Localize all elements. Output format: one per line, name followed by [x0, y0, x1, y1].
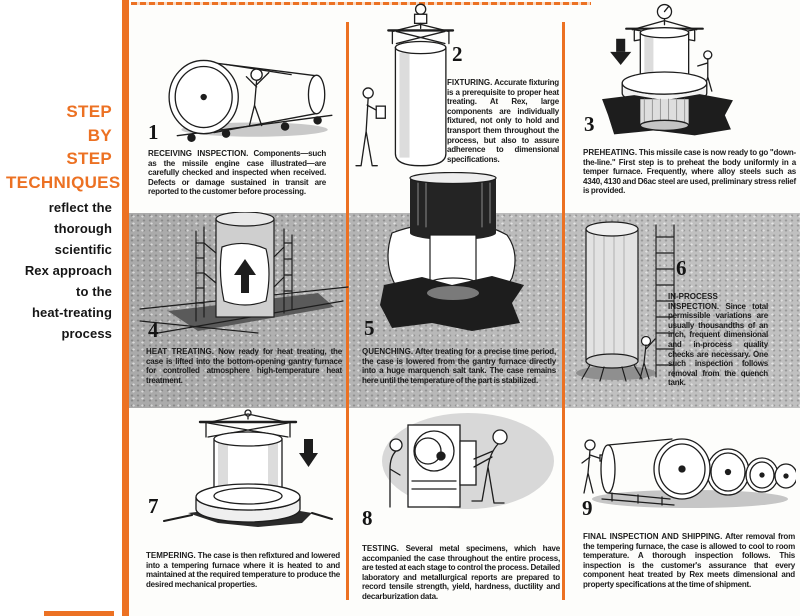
- column-divider-right: [562, 22, 565, 600]
- title-line: TECHNIQUES: [6, 172, 121, 192]
- quench-tank-illustration: [380, 172, 524, 331]
- subtitle-line: process: [61, 326, 112, 341]
- step-body: After treating for a precise time period…: [362, 347, 556, 385]
- subtitle-line: scientific: [54, 242, 112, 257]
- step-text: IN-PROCESS INSPECTION. Since total permi…: [668, 292, 768, 388]
- step-heading: FINAL INSPECTION AND SHIPPING.: [583, 532, 723, 541]
- step-heading: TEMPERING.: [146, 551, 196, 560]
- missile-case-on-cart-illustration: [168, 59, 333, 142]
- step-body: Several metal specimens, which have acco…: [362, 544, 561, 601]
- step-heading: QUENCHING.: [362, 347, 414, 356]
- subtitle-line: Rex approach: [24, 263, 112, 278]
- step-heading: IN-PROCESS INSPECTION.: [668, 292, 720, 311]
- title-line: STEP: [66, 149, 112, 168]
- step-heading: PREHEATING.: [583, 148, 638, 157]
- step-body: The case is then refixtured and lowered …: [146, 551, 340, 589]
- step-text: RECEIVING INSPECTION. Components—such as…: [148, 149, 326, 197]
- testing-machine-illustration: [382, 413, 554, 509]
- page-subtitle: reflect the thorough scientific Rex appr…: [2, 197, 112, 344]
- step-number: 2: [452, 42, 463, 66]
- step-text: HEAT TREATING. Now ready for heat treati…: [146, 347, 342, 385]
- step-heading: HEAT TREATING.: [146, 347, 214, 356]
- step-text: FINAL INSPECTION AND SHIPPING. After rem…: [583, 532, 795, 590]
- sidebar: STEP BY STEP TECHNIQUES reflect the thor…: [0, 0, 122, 616]
- step-body: Since total permissible variations are u…: [668, 301, 769, 388]
- preheating-pit-illustration: [602, 3, 733, 136]
- step-text: TEMPERING. The case is then refixtured a…: [146, 551, 340, 589]
- step-body: Components—such as the missile engine ca…: [148, 149, 327, 197]
- step-number: 5: [364, 316, 375, 340]
- step-text: QUENCHING. After treating for a precise …: [362, 347, 556, 385]
- step-heading: FIXTURING.: [447, 78, 493, 87]
- bottom-accent-line: [44, 611, 114, 616]
- column-divider-left: [346, 22, 349, 600]
- step-text: TESTING. Several metal specimens, which …: [362, 544, 560, 602]
- step-heading: TESTING.: [362, 544, 399, 553]
- step-text: PREHEATING. This missile case is now rea…: [583, 148, 796, 196]
- step-number: 8: [362, 506, 373, 530]
- step-body: Now ready for heat treating, the case is…: [146, 347, 342, 385]
- sidebar-accent-bar: [122, 0, 129, 616]
- top-divider-line: [131, 2, 591, 5]
- subtitle-line: to the: [76, 284, 112, 299]
- step-number: 4: [148, 318, 159, 342]
- title-line: BY: [87, 125, 112, 145]
- step-number: 3: [584, 112, 595, 136]
- subtitle-line: heat-treating: [31, 305, 112, 320]
- step-number: 7: [148, 494, 159, 518]
- hanging-case-illustration: [355, 3, 455, 167]
- inspection-scaffold-illustration: [576, 221, 675, 382]
- title-line: STEP: [66, 102, 112, 121]
- step-number: 9: [582, 496, 593, 520]
- subtitle-line: reflect the: [48, 200, 112, 215]
- step-body: This missile case is now ready to go "do…: [583, 148, 796, 196]
- step-heading: RECEIVING INSPECTION.: [148, 149, 249, 158]
- finished-cases-illustration: [581, 438, 796, 508]
- step-number: 1: [148, 120, 159, 144]
- gantry-furnace-illustration: [139, 212, 349, 334]
- subtitle-line: thorough: [54, 221, 112, 236]
- page-title: STEP BY STEP TECHNIQUES: [6, 100, 121, 194]
- step-number: 6: [676, 256, 687, 280]
- step-text: FIXTURING. Accurate fixturing is a prere…: [447, 78, 559, 164]
- step-body: After removal from the tempering furnace…: [583, 532, 795, 589]
- step-body: Accurate fixturing is a prerequisite to …: [447, 78, 559, 164]
- tempering-furnace-illustration: [163, 409, 333, 527]
